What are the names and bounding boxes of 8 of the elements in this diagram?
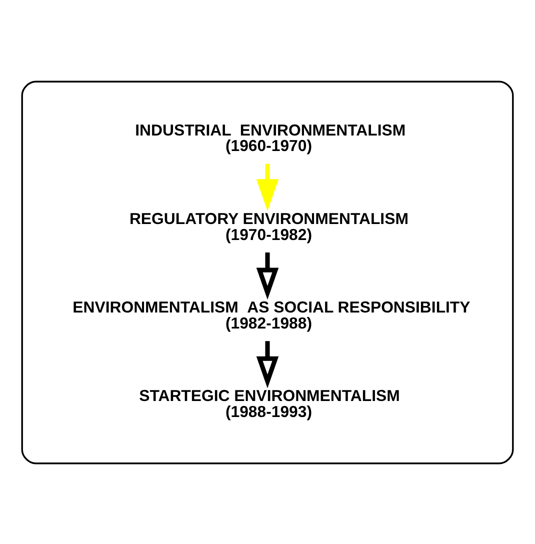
arrow	[256, 163, 279, 211]
node-text: REGULATORY ENVIRONMENTALISM (1970-1982)	[129, 210, 408, 244]
node-text: INDUSTRIAL ENVIRONMENTALISM (1960-1970)	[135, 122, 406, 155]
node-text: ENVIRONMENTALISM AS SOCIAL RESPONSIBILITY (1982-1988)	[72, 298, 470, 332]
arrow	[256, 340, 279, 388]
node-text: STARTEGIC ENVIRONMENTALISM (1988-1993)	[139, 388, 400, 421]
arrow	[256, 252, 279, 300]
cluster	[21, 80, 514, 464]
